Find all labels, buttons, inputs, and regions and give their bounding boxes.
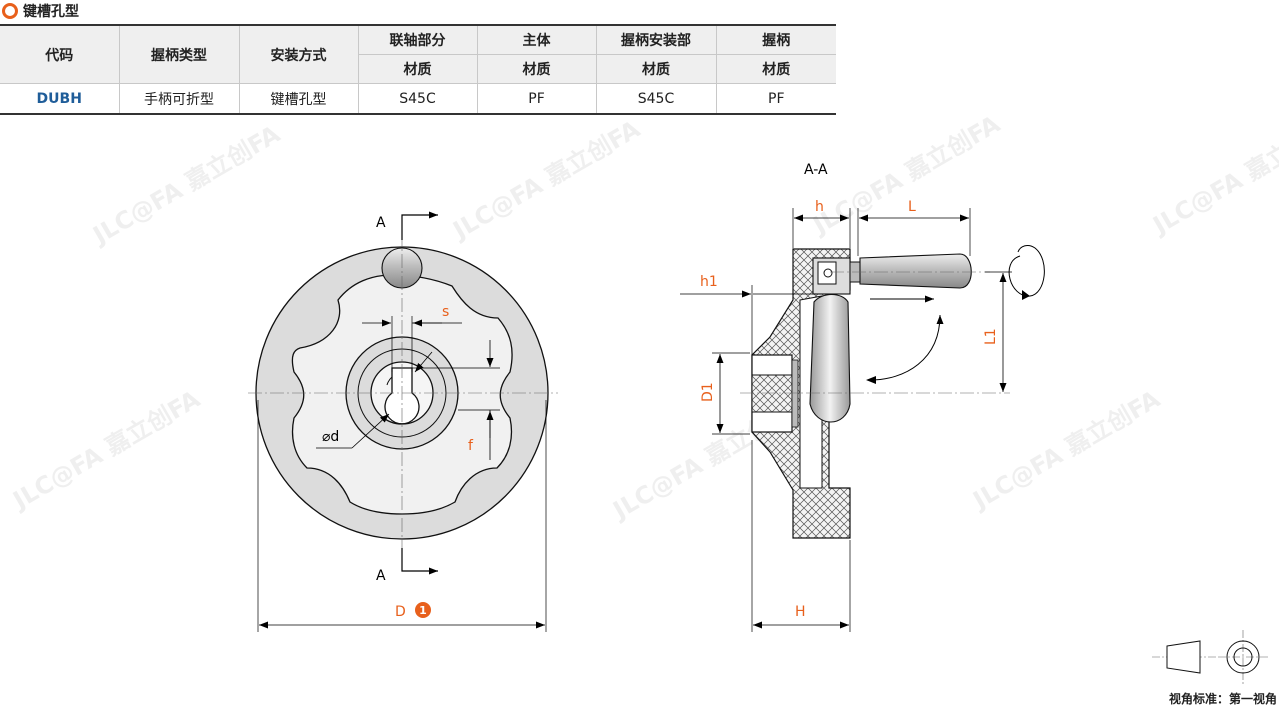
subheader-material: 材质 (476, 54, 597, 84)
section-label-bottom: A (376, 568, 386, 584)
table-subheader-row: 材质 材质 材质 材质 (0, 54, 836, 84)
note-badge-number: 1 (419, 604, 427, 617)
section-view: A-A h L h1 D1 L1 H (680, 162, 1045, 632)
subheader-material: 材质 (715, 54, 836, 84)
cell-body-material: PF (476, 83, 597, 115)
first-angle-projection-icon (1152, 630, 1270, 684)
cell-handle-material: PF (715, 83, 836, 115)
dim-label-h1: h1 (700, 274, 718, 290)
note-badge-icon (415, 602, 431, 618)
section-view-label: A-A (804, 162, 828, 178)
dim-label-h: h (815, 199, 824, 215)
dim-label-D: D (395, 604, 406, 620)
section-label-top: A (376, 215, 386, 231)
header-body: 主体 (476, 24, 597, 55)
header-mount-type: 安装方式 (238, 24, 359, 84)
spec-table: 代码 握柄类型 安装方式 联轴部分 主体 握柄安装部 握柄 材质 材质 材质 材… (0, 24, 836, 115)
subheader-material: 材质 (595, 54, 717, 84)
cell-handle-type: 手柄可折型 (118, 83, 240, 115)
subheader-material: 材质 (358, 54, 478, 84)
cell-mount-type: 键槽孔型 (238, 83, 359, 115)
section-title-text: 键槽孔型 (23, 4, 79, 20)
dim-label-D1: D1 (700, 382, 716, 402)
circle-bullet-icon (2, 3, 18, 19)
dim-label-L1: L1 (983, 328, 999, 345)
dim-label-f: f (468, 438, 474, 454)
handle-grip-extended (859, 253, 972, 289)
folded-grip (809, 293, 851, 423)
cell-coupling-material: S45C (357, 83, 478, 115)
cell-code: DUBH (0, 83, 120, 115)
table-header-row: 代码 握柄类型 安装方式 联轴部分 主体 握柄安装部 握柄 (0, 24, 836, 84)
section-title: 键槽孔型 (0, 0, 79, 22)
table-row: DUBH 手柄可折型 键槽孔型 S45C PF S45C PF (0, 83, 836, 115)
header-code: 代码 (0, 24, 120, 84)
dim-label-d: ⌀d (322, 429, 339, 445)
header-handle-mount: 握柄安装部 (595, 24, 717, 55)
front-view: A A s f ⌀d D 1 (248, 211, 558, 632)
dim-label-H: H (795, 604, 806, 620)
projection-note: 视角标准：第一视角 (1168, 692, 1277, 706)
rotation-arrow-icon (1008, 244, 1045, 297)
cell-handle-mount-material: S45C (595, 83, 717, 115)
dim-label-L: L (908, 199, 916, 215)
header-handle-type: 握柄类型 (118, 24, 240, 84)
dim-label-s: s (442, 304, 449, 320)
